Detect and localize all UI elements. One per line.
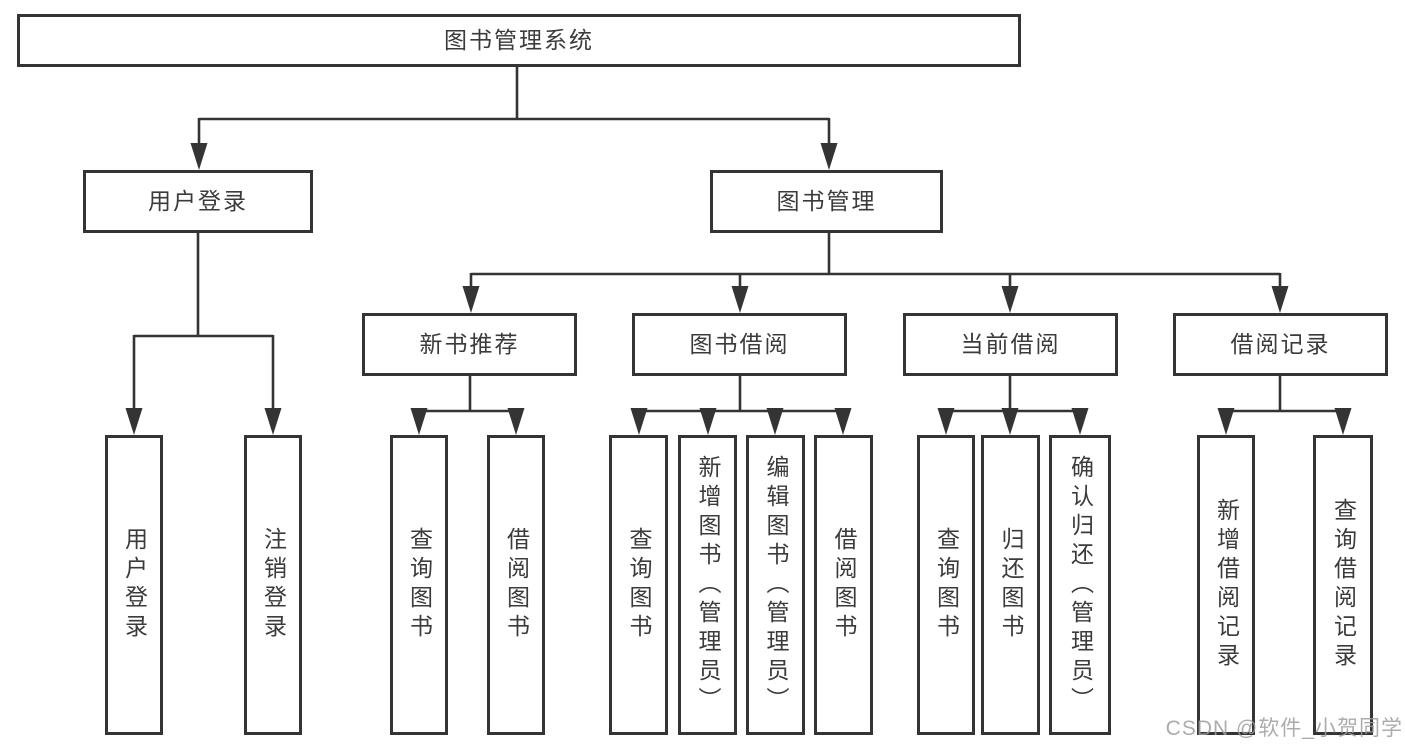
leaf-newbook-query-books: 查询图书 <box>390 435 448 735</box>
node-label: 查询图书 <box>406 527 433 643</box>
arrowhead <box>937 408 955 435</box>
arrowhead <box>1217 408 1235 435</box>
node-library-management-system: 图书管理系统 <box>17 14 1021 67</box>
node-new-book-recommendation: 新书推荐 <box>362 313 577 376</box>
arrowhead <box>1001 408 1019 435</box>
node-borrowing-records: 借阅记录 <box>1173 313 1388 376</box>
node-book-borrowing: 图书借阅 <box>632 313 847 376</box>
node-label: 用户登录 <box>121 527 148 643</box>
node-label: 注销登录 <box>260 527 287 643</box>
node-label: 新书推荐 <box>419 331 520 357</box>
arrowhead <box>1334 408 1352 435</box>
leaf-current-query-books: 查询图书 <box>917 435 975 735</box>
arrowhead <box>699 408 717 435</box>
leaf-user-login: 用户登录 <box>105 435 163 735</box>
arrowhead <box>1271 286 1289 313</box>
node-label: 新增借阅记录 <box>1213 498 1240 672</box>
leaf-return-books: 归还图书 <box>981 435 1040 735</box>
arrowhead <box>264 408 282 435</box>
leaf-confirm-return-admin: 确认归还（管理员） <box>1049 435 1111 735</box>
arrowhead <box>630 408 648 435</box>
arrowhead <box>731 286 749 313</box>
node-label: 归还图书 <box>998 527 1024 643</box>
node-label: 借阅图书 <box>503 527 530 643</box>
node-label: 图书管理 <box>776 188 877 214</box>
arrowhead <box>1071 408 1089 435</box>
leaf-edit-books-admin: 编辑图书（管理员） <box>746 435 805 735</box>
node-label: 用户登录 <box>148 188 248 214</box>
node-label: 当前借阅 <box>960 331 1061 357</box>
arrowheads <box>125 143 1352 435</box>
node-label: 图书管理系统 <box>444 27 594 53</box>
node-label: 查询图书 <box>933 527 960 643</box>
node-label: 图书借阅 <box>689 331 790 357</box>
arrowhead <box>462 286 480 313</box>
node-current-borrowing: 当前借阅 <box>903 313 1118 376</box>
leaf-borrowing-query-books: 查询图书 <box>609 435 668 735</box>
node-label: 借阅图书 <box>831 527 857 643</box>
node-label: 编辑图书（管理员） <box>763 454 789 716</box>
arrowhead <box>190 143 208 170</box>
arrowhead <box>410 408 428 435</box>
node-label: 新增图书（管理员） <box>695 454 721 716</box>
watermark: CSDN @软件_小贺同学 <box>1165 717 1403 740</box>
arrowhead <box>834 408 852 435</box>
leaf-logout: 注销登录 <box>244 435 302 735</box>
tree-edges <box>132 67 1345 413</box>
node-label: 确认归还（管理员） <box>1067 454 1094 716</box>
arrowhead <box>1001 286 1019 313</box>
leaf-add-borrow-record: 新增借阅记录 <box>1197 435 1255 735</box>
arrowhead <box>507 408 525 435</box>
arrowhead <box>820 143 838 170</box>
node-label: 借阅记录 <box>1230 331 1331 357</box>
leaf-newbook-borrow-books: 借阅图书 <box>487 435 545 735</box>
arrowhead <box>125 408 143 435</box>
node-label: 查询图书 <box>626 527 652 643</box>
node-book-management: 图书管理 <box>710 170 943 233</box>
node-label: 查询借阅记录 <box>1330 498 1357 672</box>
leaf-query-borrow-record: 查询借阅记录 <box>1313 435 1373 735</box>
node-user-login: 用户登录 <box>83 170 313 233</box>
leaf-borrowing-borrow-books: 借阅图书 <box>814 435 873 735</box>
leaf-add-books-admin: 新增图书（管理员） <box>678 435 737 735</box>
arrowhead <box>766 408 784 435</box>
